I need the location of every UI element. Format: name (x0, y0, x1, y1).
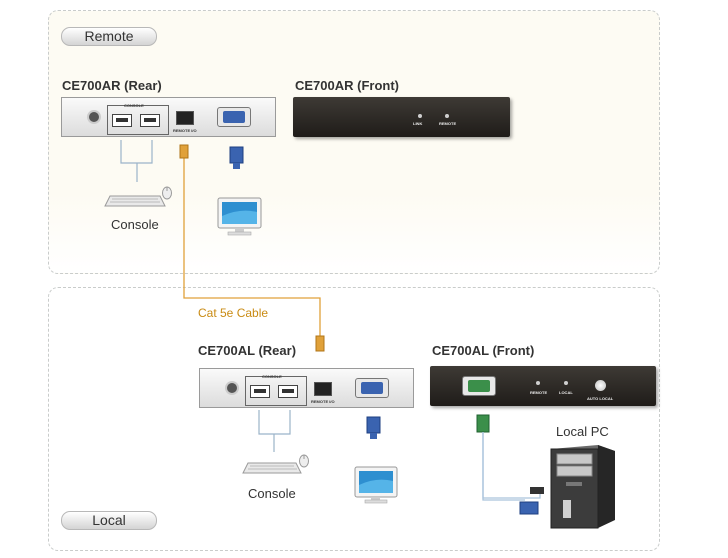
remote-label: REMOTE (439, 121, 457, 126)
ce700al-front-title: CE700AL (Front) (432, 343, 535, 358)
link-led (418, 114, 422, 118)
ce700ar-rear-panel: CONSOLE REMOTE I/O (61, 97, 276, 137)
remote-io-label: REMOTE I/O (173, 128, 197, 133)
console-port-group (245, 376, 307, 406)
ce700ar-front-panel: LINK REMOTE (293, 97, 510, 137)
local-mouse-icon (299, 454, 309, 468)
cat5e-cable (183, 150, 321, 340)
local-led (564, 381, 568, 385)
ce700ar-rear-title: CE700AR (Rear) (62, 78, 162, 93)
power-jack-icon (87, 110, 101, 124)
local-console-usb-lines (258, 410, 291, 452)
remote-monitor-icon (217, 197, 262, 236)
local-keyboard-icon (242, 462, 302, 474)
ce700al-front-panel: REMOTE LOCAL AUTO LOCAL (430, 366, 656, 406)
remote-keyboard-icon (104, 195, 166, 207)
link-label: LINK (413, 121, 423, 126)
vga-port (355, 378, 389, 398)
local-vga-connector-icon (366, 416, 381, 439)
local-label: LOCAL (559, 390, 573, 395)
usb-port-1 (250, 385, 270, 398)
remote-console-label: Console (111, 217, 159, 232)
rj45-plug-top-icon (179, 144, 189, 159)
remote-vga-connector-icon (229, 146, 244, 169)
console-label: CONSOLE (124, 103, 144, 108)
local-console-label: Console (248, 486, 296, 501)
front-vga-cable (476, 414, 541, 501)
console-port-group (107, 105, 169, 135)
ce700al-rear-title: CE700AL (Rear) (198, 343, 297, 358)
auto-local-button (595, 380, 606, 391)
usb-port-2 (278, 385, 298, 398)
local-tag: Local (61, 511, 157, 530)
remote-zone (48, 10, 660, 274)
remote-console-usb-lines (120, 140, 153, 182)
vga-port (217, 107, 251, 127)
remote-led (445, 114, 449, 118)
auto-local-label: AUTO LOCAL (587, 396, 614, 401)
cable-label: Cat 5e Cable (198, 306, 269, 320)
usb-port-2 (140, 114, 160, 127)
remote-led (536, 381, 540, 385)
remote-mouse-icon (162, 186, 172, 200)
remote-label: REMOTE (530, 390, 548, 395)
remote-tag: Remote (61, 27, 157, 46)
pc-usb-connector-icon (530, 487, 544, 494)
pc-vga-connector-icon (519, 501, 539, 515)
local-monitor-icon (354, 466, 398, 504)
remote-io-port (176, 111, 194, 125)
power-jack-icon (225, 381, 239, 395)
ce700al-rear-panel: CONSOLE REMOTE I/O (199, 368, 414, 408)
remote-io-port (314, 382, 332, 396)
local-pc-label: Local PC (556, 424, 609, 439)
local-pc-tower-icon (550, 445, 615, 529)
rj45-plug-bottom-icon (315, 335, 325, 352)
remote-io-label: REMOTE I/O (311, 399, 335, 404)
console-label: CONSOLE (262, 374, 282, 379)
vga-port-front (462, 376, 496, 396)
usb-port-1 (112, 114, 132, 127)
ce700ar-front-title: CE700AR (Front) (295, 78, 400, 93)
